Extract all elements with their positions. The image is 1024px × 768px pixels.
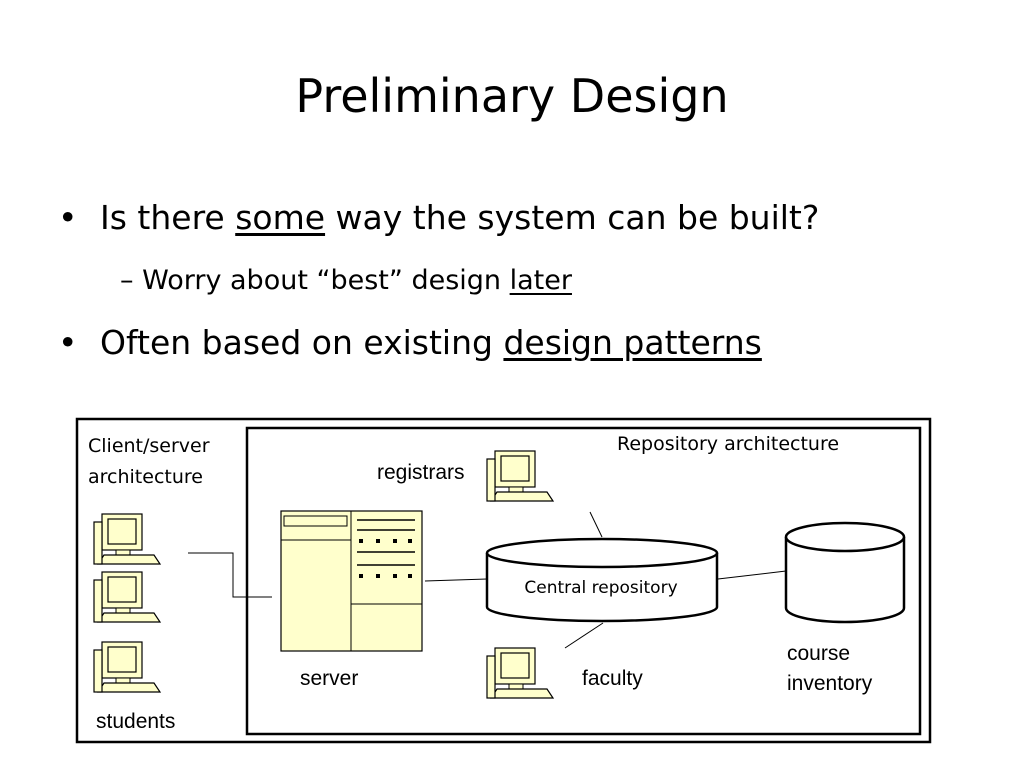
student-computer-icon xyxy=(93,641,161,693)
student-server-connector xyxy=(188,552,272,598)
faculty-label: faculty xyxy=(582,667,643,690)
sub-bullet: – Worry about “best” design later xyxy=(120,264,572,298)
course-inventory-label-line2: inventory xyxy=(787,672,873,695)
students-label: students xyxy=(96,710,176,733)
bullet-underlined-design-patterns: design patterns xyxy=(503,323,762,362)
bullet-text-end: way the system can be built? xyxy=(325,198,820,237)
registrars-computer-icon xyxy=(486,450,554,502)
bullet-text-start: Is there xyxy=(100,198,236,237)
registrars-repository-connector xyxy=(589,511,603,538)
repository-architecture-label: Repository architecture xyxy=(617,433,840,455)
client-server-label-line2: architecture xyxy=(88,466,203,488)
slide-title: Preliminary Design xyxy=(295,69,729,123)
bullet-text: Is there some way the system can be buil… xyxy=(100,198,819,238)
registrars-label: registrars xyxy=(377,461,465,484)
repository-inventory-connector xyxy=(717,570,787,580)
central-repository-cylinder xyxy=(485,537,719,623)
bullet-marker: • xyxy=(58,323,78,362)
bullet-text-start: Often based on existing xyxy=(100,323,504,362)
bullet-marker: • xyxy=(58,198,78,237)
course-inventory-label-line1: course xyxy=(787,642,851,665)
faculty-repository-connector xyxy=(564,622,604,649)
bullet-text: Often based on existing design patterns xyxy=(100,323,762,363)
client-server-label-line1: Client/server xyxy=(88,435,210,457)
student-computer-icon xyxy=(93,571,161,623)
bullet-underlined-some: some xyxy=(235,198,326,237)
server-label: server xyxy=(300,667,359,690)
faculty-computer-icon xyxy=(486,647,554,699)
repository-frame xyxy=(245,426,922,736)
server-repository-connector xyxy=(424,578,488,582)
course-inventory-cylinder xyxy=(784,521,906,624)
student-computer-icon xyxy=(93,513,161,565)
sub-bullet-underlined-later: later xyxy=(509,265,572,296)
client-server-label: Client/server architecture xyxy=(88,431,210,493)
sub-bullet-text: Worry about “best” design xyxy=(133,265,510,296)
outer-frame xyxy=(75,417,932,744)
sub-bullet-marker: – xyxy=(120,265,134,296)
central-repository-label: Central repository xyxy=(524,578,678,598)
server-icon xyxy=(280,510,423,652)
